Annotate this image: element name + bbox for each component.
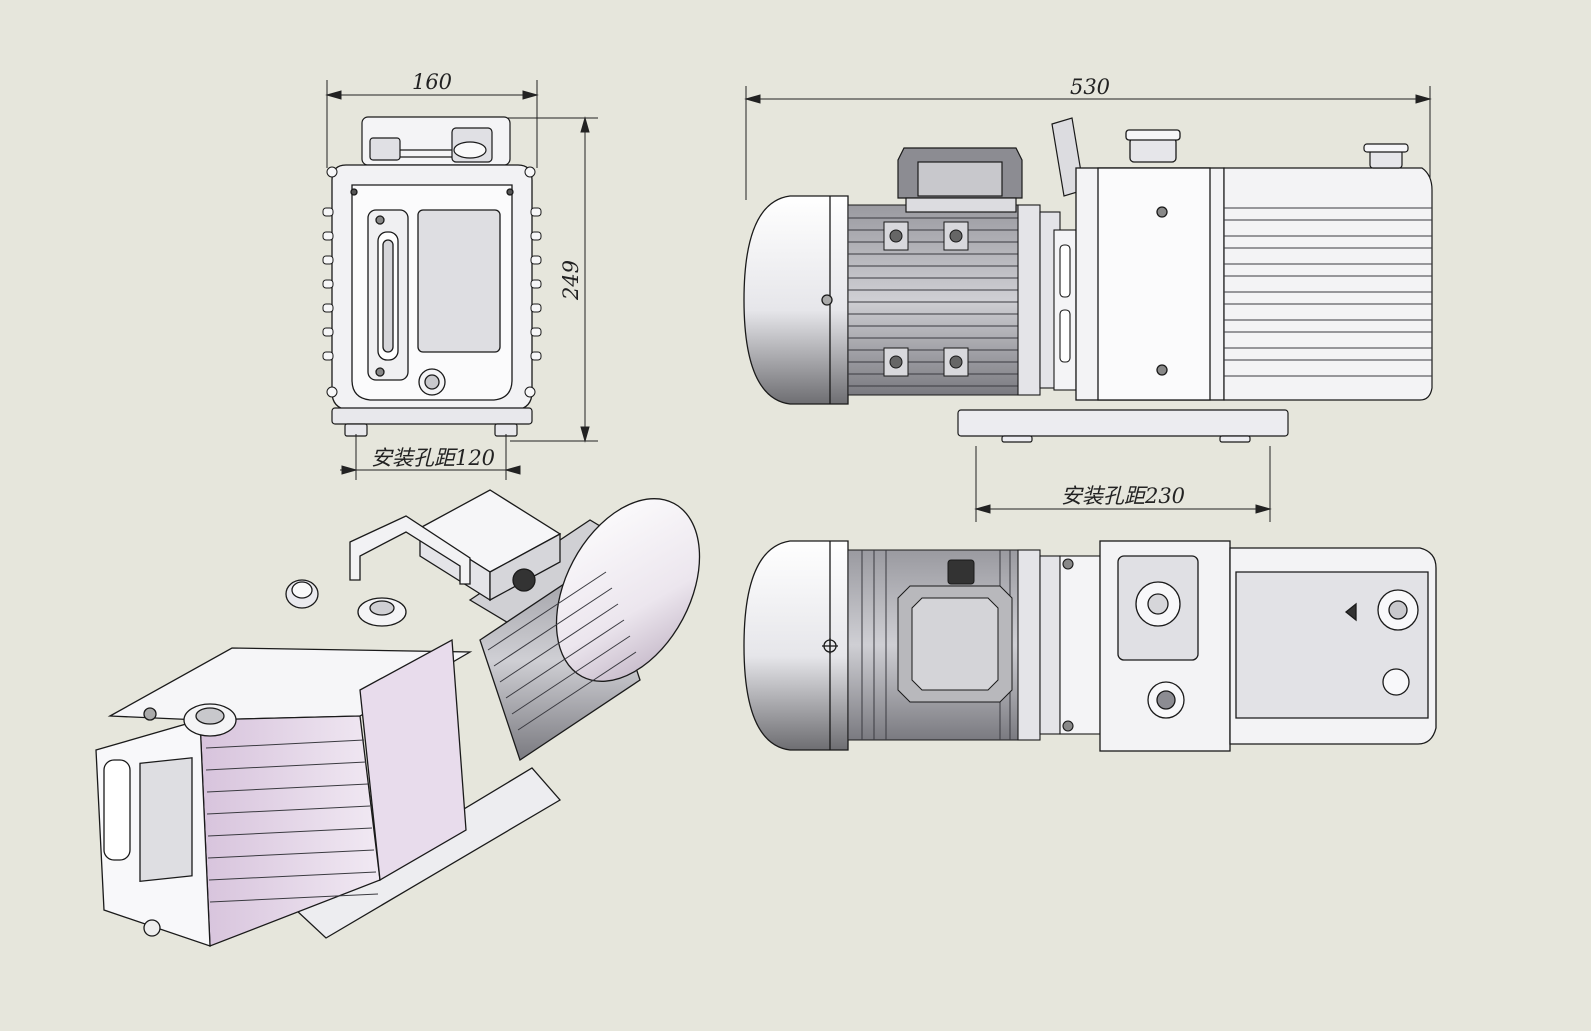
top-view [743, 540, 1437, 752]
pump-block-top [1099, 540, 1231, 752]
iso-handle [349, 515, 471, 585]
oil-casing [1223, 143, 1433, 401]
top-handle [361, 116, 511, 166]
base-plate-side [957, 409, 1289, 443]
iso-ports [143, 579, 407, 937]
dimension-label-mount-side: 安装孔距230 [1061, 484, 1185, 508]
oil-casing-top [1229, 547, 1437, 745]
coupling-top [1017, 549, 1101, 741]
dimension-mount-230 [974, 446, 1272, 522]
motor-end-cap-top [743, 540, 849, 751]
front-view: 160 249 [322, 70, 598, 480]
coupling [1017, 204, 1077, 396]
iso-flange-block [359, 638, 467, 882]
dimension-label-width: 160 [412, 70, 452, 94]
side-view: 530 [743, 75, 1433, 522]
motor-body-top [847, 549, 1019, 741]
isometric-view [95, 489, 701, 947]
dimension-width-160 [325, 80, 539, 168]
side-fins [322, 166, 542, 398]
iso-side-fins [205, 739, 379, 903]
motor-end-cap [743, 195, 849, 405]
dimension-label-height: 249 [559, 260, 583, 301]
dimension-mount-120 [340, 434, 521, 480]
dimension-height-249 [500, 116, 598, 443]
iso-sight-glass [103, 759, 131, 861]
pump-body-front [331, 164, 533, 411]
iso-label-plate [139, 757, 193, 883]
iso-motor [468, 498, 701, 762]
motor-body [847, 204, 1019, 396]
pump-block-side [1075, 129, 1225, 401]
junction-box [897, 147, 1023, 213]
dimension-length-530 [744, 86, 1432, 200]
dimension-label-mount-front: 安装孔距120 [371, 446, 495, 470]
base-feet [331, 407, 533, 437]
dimension-label-length: 530 [1070, 75, 1110, 99]
